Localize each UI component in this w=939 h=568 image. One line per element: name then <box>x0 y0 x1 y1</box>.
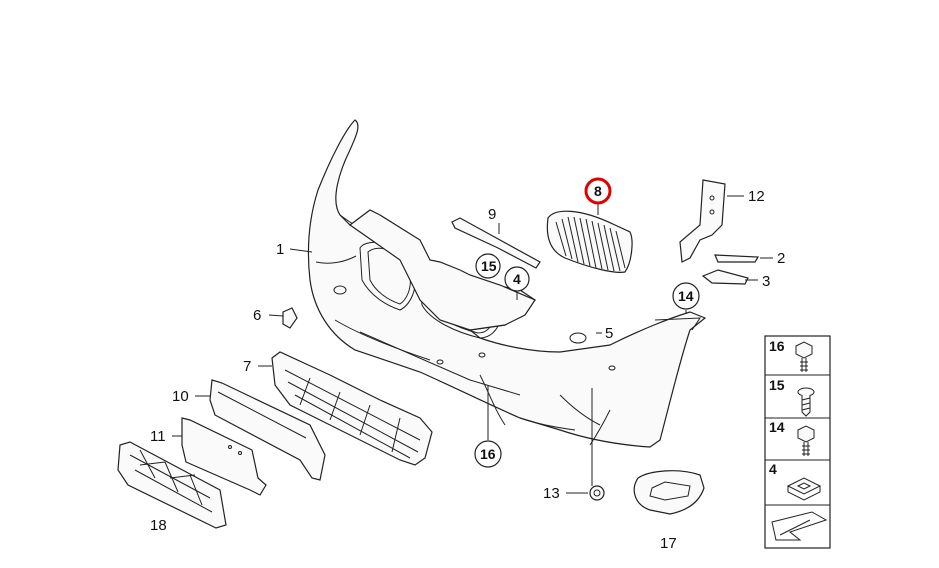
callout-7: 7 <box>243 358 251 375</box>
circled-callout-15: 15 <box>475 253 501 279</box>
circled-callout-4: 4 <box>504 266 530 292</box>
kidney-grille[interactable] <box>546 210 633 273</box>
trim-strip[interactable] <box>451 217 541 269</box>
circled-callout-16: 16 <box>474 440 502 468</box>
side-bracket[interactable] <box>679 179 726 263</box>
svg-text:4: 4 <box>513 271 521 287</box>
screw-icon <box>797 387 815 417</box>
circled-callout-14: 14 <box>672 282 700 310</box>
clip-13[interactable] <box>589 485 605 501</box>
callout-12: 12 <box>748 188 765 205</box>
tow-hook-cover-17[interactable] <box>633 470 705 515</box>
clip-icon <box>786 477 822 501</box>
callout-10: 10 <box>172 388 189 405</box>
license-plate-holder-11[interactable] <box>181 417 267 496</box>
svg-text:16: 16 <box>480 446 496 462</box>
svg-text:8: 8 <box>594 183 602 199</box>
callout-18: 18 <box>150 517 167 534</box>
callout-5: 5 <box>605 325 613 342</box>
callout-13: 13 <box>543 485 560 502</box>
callout-3: 3 <box>762 273 770 290</box>
center-bracket[interactable] <box>348 209 536 331</box>
reflector-2[interactable] <box>714 254 760 263</box>
nut-icon <box>795 341 813 372</box>
callout-6: 6 <box>253 307 261 324</box>
callout-17: 17 <box>660 535 677 552</box>
license-plate-holder-10[interactable] <box>209 379 326 481</box>
fastener-legend: 16 15 14 4 <box>764 335 831 549</box>
reflector-3[interactable] <box>701 269 749 285</box>
legend-label-4: 4 <box>769 461 777 477</box>
legend-label-15: 15 <box>769 377 785 393</box>
leader-lines <box>172 195 773 494</box>
callout-labels: 1 9 12 2 3 5 6 7 10 11 13 17 18 <box>150 188 785 552</box>
callout-1: 1 <box>276 241 284 258</box>
arrow-icon <box>771 511 828 541</box>
cap-6[interactable] <box>282 307 298 329</box>
lower-grille[interactable] <box>271 351 433 466</box>
carrier-18[interactable] <box>117 441 227 529</box>
highlighted-callout-8[interactable]: 8 <box>584 177 612 205</box>
svg-text:14: 14 <box>678 288 694 304</box>
callout-9: 9 <box>488 206 496 223</box>
legend-label-14: 14 <box>769 419 785 435</box>
svg-text:15: 15 <box>481 258 497 274</box>
nut-icon-2 <box>797 425 815 456</box>
callout-11: 11 <box>150 428 166 445</box>
callout-2: 2 <box>777 250 785 267</box>
legend-label-16: 16 <box>769 338 785 354</box>
